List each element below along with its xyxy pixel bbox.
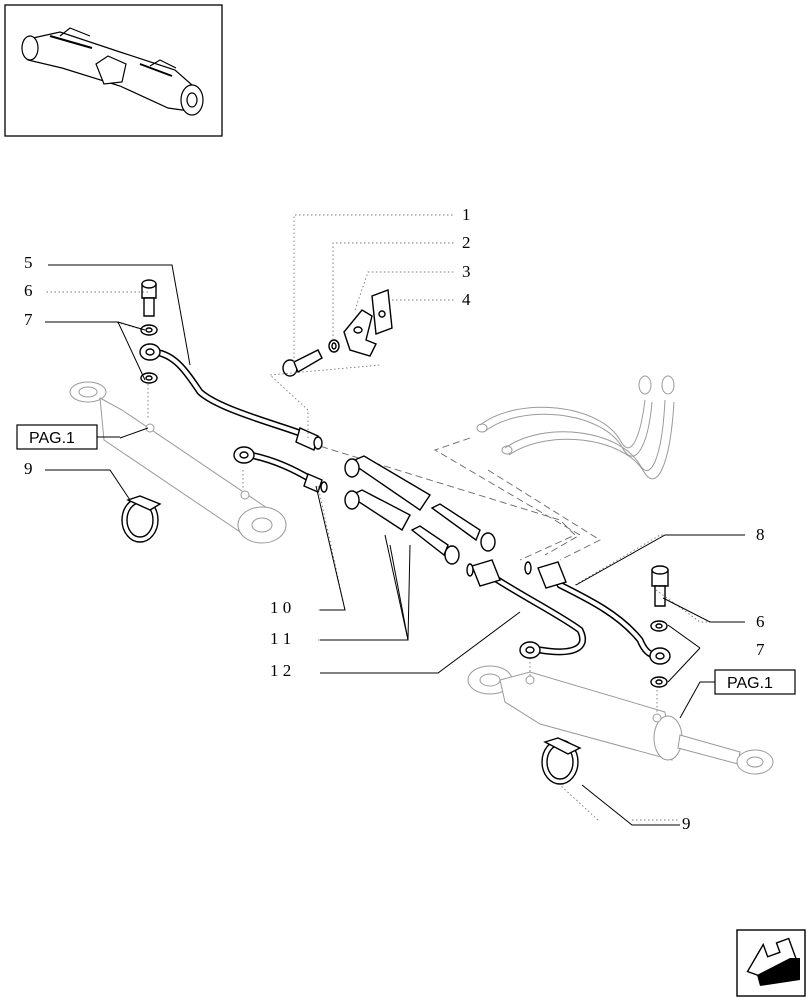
front-axle-thumbnail-icon[interactable] — [4, 4, 223, 137]
right-cylinder-ghost — [467, 665, 774, 775]
callout-5[interactable]: 5 — [24, 253, 33, 272]
part-4-plate[interactable] — [371, 289, 393, 335]
callout-10[interactable]: 1 0 — [270, 598, 291, 617]
part-7-left-washers[interactable] — [140, 324, 158, 384]
callout-8[interactable]: 8 — [756, 525, 765, 544]
part-7-right-washers[interactable] — [650, 620, 668, 688]
callout-11[interactable]: 1 1 — [270, 629, 291, 648]
solid-leaders — [45, 264, 745, 826]
part-2-washer[interactable] — [328, 339, 340, 353]
callout-1[interactable]: 1 — [462, 205, 471, 224]
callout-12[interactable]: 1 2 — [270, 661, 291, 680]
page-ref-right-label: PAG.1 — [727, 675, 773, 692]
part-10-pipe[interactable] — [233, 446, 328, 493]
part-6-right-bolt[interactable] — [651, 565, 669, 607]
part-5-left-pipe[interactable] — [139, 343, 323, 451]
part-8-pipe[interactable] — [524, 561, 671, 665]
routing-lines — [147, 380, 658, 712]
callout-4[interactable]: 4 — [462, 290, 471, 309]
part-3-clamp[interactable] — [343, 309, 377, 357]
part-6-left-bolt[interactable] — [141, 279, 157, 317]
navigation-arrow-icon[interactable] — [736, 929, 806, 997]
callout-6-left[interactable]: 6 — [24, 281, 33, 300]
callout-6-right[interactable]: 6 — [756, 612, 765, 631]
callout-7-right[interactable]: 7 — [756, 640, 765, 659]
pipe-bundle-ghost — [476, 375, 675, 480]
part-9-left-clamp[interactable] — [121, 495, 162, 543]
part-9-right-clamp[interactable] — [541, 737, 582, 785]
page-ref-right[interactable]: PAG.1 — [714, 669, 796, 695]
part-1-bolt[interactable] — [282, 349, 323, 377]
page-ref-left[interactable]: PAG.1 — [16, 424, 98, 450]
page-ref-left-label: PAG.1 — [29, 430, 75, 447]
callout-3[interactable]: 3 — [462, 262, 471, 281]
callout-9-right[interactable]: 9 — [682, 814, 691, 833]
callout-2[interactable]: 2 — [462, 233, 471, 252]
callout-9-left[interactable]: 9 — [24, 459, 33, 478]
callout-7-left[interactable]: 7 — [24, 310, 33, 329]
part-12-pipe[interactable] — [466, 559, 586, 659]
part-11-hoses[interactable] — [344, 455, 496, 565]
left-cylinder-ghost — [69, 381, 287, 544]
